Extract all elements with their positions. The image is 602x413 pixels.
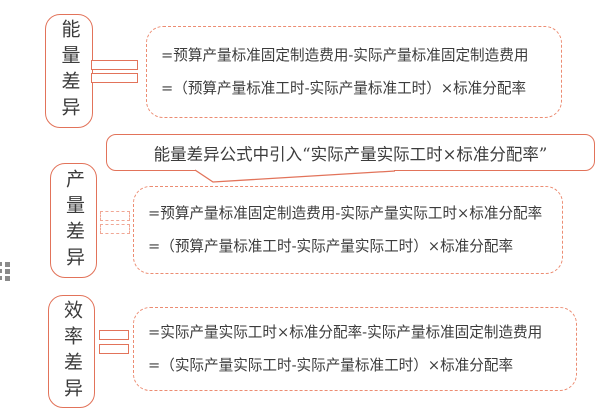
clipped-dots-icon bbox=[0, 260, 10, 281]
label-box-efficiency-variance: 效率差异 bbox=[48, 295, 95, 408]
formula-line: =预算产量标准固定制造费用-实际产量实际工时×标准分配率 bbox=[148, 205, 543, 222]
equals-bar bbox=[91, 73, 138, 83]
equals-connector-3 bbox=[99, 330, 129, 354]
callout-text: 能量差异公式中引入“实际产量实际工时×标准分配率” bbox=[153, 144, 548, 164]
label-box-production-variance: 产量差异 bbox=[50, 163, 97, 278]
equals-bar bbox=[100, 211, 130, 221]
equals-connector-2 bbox=[100, 211, 130, 234]
equals-bar bbox=[99, 344, 129, 354]
callout-tail bbox=[194, 168, 396, 183]
label-efficiency-variance: 效率差异 bbox=[61, 299, 83, 404]
formula-box-capacity-variance: =预算产量标准固定制造费用-实际产量标准固定制造费用 =（预算产量标准工时-实际… bbox=[146, 26, 562, 118]
formula-line: =（实际产量实际工时-实际产量标准工时）×标准分配率 bbox=[148, 357, 514, 374]
formula-box-production-variance: =预算产量标准固定制造费用-实际产量实际工时×标准分配率 =（预算产量标准工时-… bbox=[133, 186, 563, 274]
label-production-variance: 产量差异 bbox=[63, 168, 85, 273]
formula-line: =预算产量标准固定制造费用-实际产量标准固定制造费用 bbox=[161, 47, 529, 64]
equals-bar bbox=[100, 224, 130, 234]
callout-note: 能量差异公式中引入“实际产量实际工时×标准分配率” bbox=[106, 134, 595, 171]
equals-connector-1 bbox=[91, 60, 138, 83]
label-capacity-variance: 能量差异 bbox=[58, 19, 81, 123]
formula-line: =（预算产量标准工时-实际产量标准工时）×标准分配率 bbox=[161, 80, 527, 97]
equals-bar bbox=[91, 60, 138, 70]
label-box-capacity-variance: 能量差异 bbox=[45, 14, 93, 128]
formula-line: =（预算产量标准工时-实际产量实际工时）×标准分配率 bbox=[148, 238, 514, 255]
formula-box-efficiency-variance: =实际产量实际工时×标准分配率-实际产量标准固定制造费用 =（实际产量实际工时-… bbox=[133, 307, 577, 391]
formula-line: =实际产量实际工时×标准分配率-实际产量标准固定制造费用 bbox=[148, 324, 543, 341]
equals-bar bbox=[99, 330, 129, 340]
